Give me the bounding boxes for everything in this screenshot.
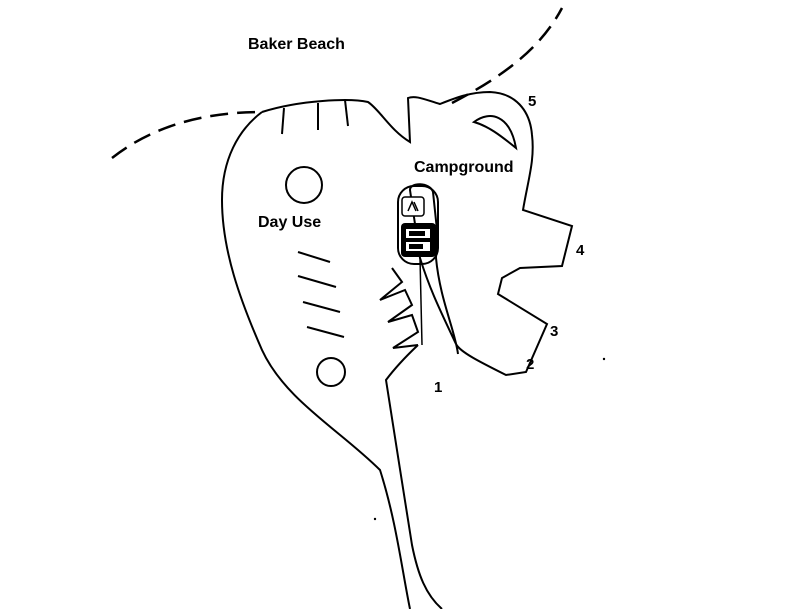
baker-beach-label: Baker Beach	[248, 36, 345, 53]
road-outline	[261, 90, 574, 377]
site-3-label: 3	[550, 323, 559, 340]
day-use-stall-3	[302, 301, 341, 313]
rv-trailer-icon	[401, 223, 436, 257]
day-use-stall-4	[306, 326, 345, 338]
day-use-stall-1	[297, 251, 331, 263]
dashed-trail-east	[451, 7, 564, 105]
site-1-label: 1	[434, 379, 443, 396]
day-use-circle-top	[285, 166, 323, 204]
beach-tick-3	[344, 99, 349, 127]
beach-tick-1	[281, 107, 285, 135]
campground-label: Campground	[414, 159, 514, 176]
site-5-island	[471, 115, 518, 151]
day-use-loop	[220, 111, 411, 609]
day-use-stall-2	[297, 275, 337, 288]
site-4-label: 4	[576, 242, 585, 259]
stall-connector	[419, 257, 423, 346]
map-dot-2	[373, 517, 377, 521]
building-outline	[397, 185, 439, 265]
site-2-label: 2	[526, 356, 535, 373]
site-5-label: 5	[528, 93, 537, 110]
day-use-label: Day Use	[258, 214, 322, 231]
parking-stalls-zigzag	[379, 267, 420, 349]
map-dot-1	[602, 357, 606, 361]
day-use-circle-bottom	[316, 357, 346, 387]
entrance-road	[384, 344, 443, 609]
restroom-icon	[401, 196, 425, 217]
dashed-trail-west	[111, 110, 263, 159]
